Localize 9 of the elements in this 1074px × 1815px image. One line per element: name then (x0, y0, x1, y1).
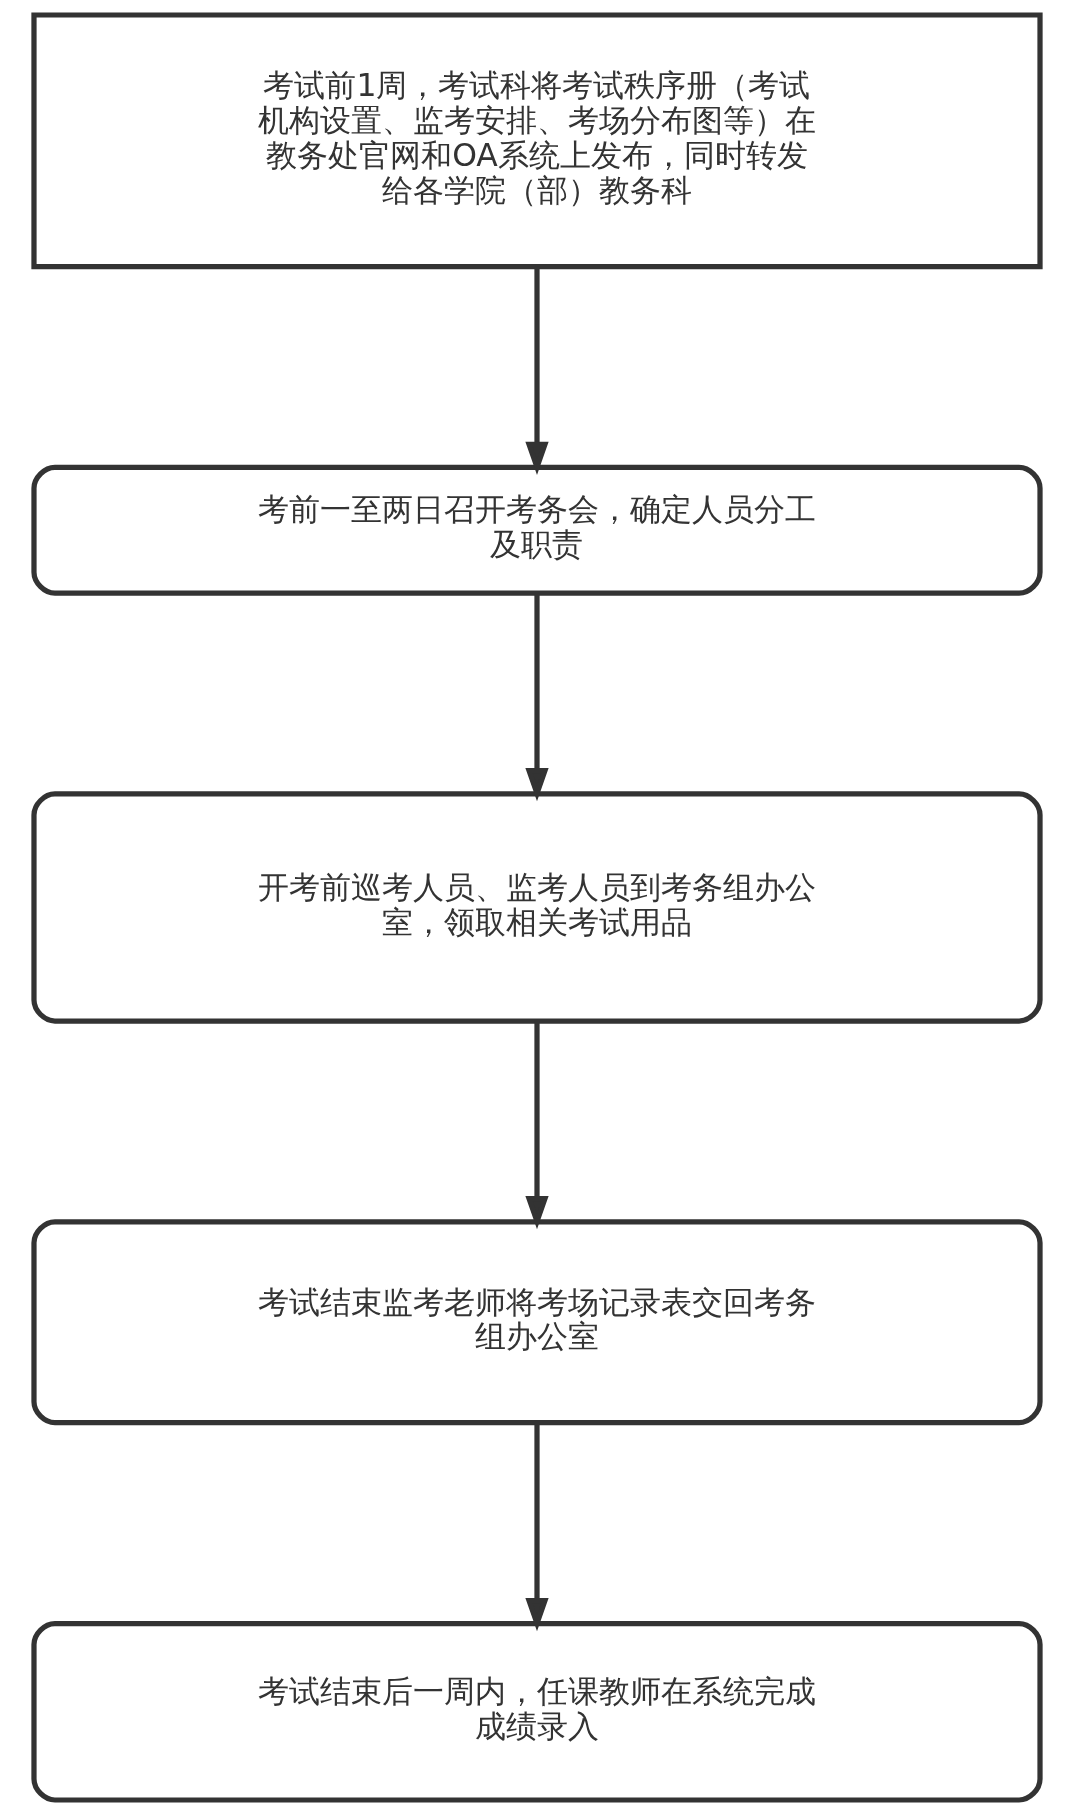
node-box: 开考前巡考人员、监考人员到考务组办公室，领取相关考试用品 (31, 791, 1043, 1024)
node-box: 考试结束监考老师将考场记录表交回考务组办公室 (31, 1219, 1043, 1426)
node-box: 考前一至两日召开考务会，确定人员分工及职责 (31, 464, 1043, 596)
arrow (525, 593, 549, 802)
arrow (525, 1021, 549, 1230)
node-box: 考试前1周，考试科将考试秩序册（考试机构设置、监考安排、考场分布图等）在教务处官网和OA系统上发布，同时转发给各学院（部）教务科 (31, 12, 1043, 270)
arrow (525, 1422, 549, 1632)
node-box: 考试结束后一周内，任课教师在系统完成成绩录入 (31, 1621, 1043, 1803)
arrow (525, 266, 549, 476)
